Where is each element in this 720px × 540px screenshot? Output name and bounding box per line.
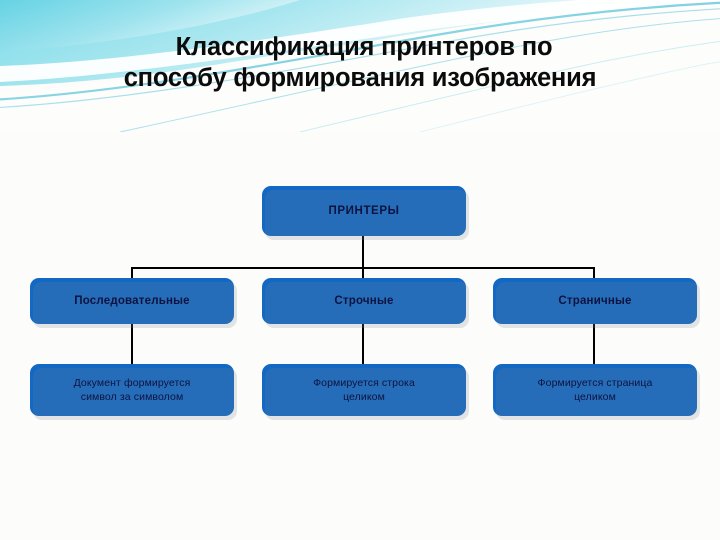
node-printers-label: ПРИНТЕРЫ bbox=[328, 205, 400, 217]
node-stranichnye-label: Страничные bbox=[558, 295, 632, 307]
connector-middle-detail bbox=[362, 324, 364, 365]
node-strochnye-label: Строчные bbox=[334, 295, 394, 307]
connector-drop-left bbox=[131, 267, 133, 279]
node-strochnye-detail-label: Формируется строка целиком bbox=[313, 377, 415, 403]
node-stranichnye[interactable]: Страничные bbox=[493, 278, 700, 328]
connector-right-detail bbox=[593, 324, 595, 365]
connector-left-detail bbox=[131, 324, 133, 365]
node-posledovatelnye-label: Последовательные bbox=[74, 295, 190, 307]
node-posledovatelnye[interactable]: Последовательные bbox=[30, 278, 237, 328]
node-posledovatelnye-detail-label: Документ формируется символ за символом bbox=[73, 377, 191, 403]
connector-drop-middle bbox=[362, 267, 364, 279]
node-stranichnye-detail[interactable]: Формируется страница целиком bbox=[493, 364, 700, 420]
node-strochnye[interactable]: Строчные bbox=[262, 278, 469, 328]
header-decoration bbox=[0, 0, 720, 132]
connector-root-stem bbox=[362, 236, 364, 268]
node-stranichnye-detail-label: Формируется страница целиком bbox=[537, 377, 653, 403]
swoosh-graphic bbox=[0, 0, 720, 132]
node-posledovatelnye-detail[interactable]: Документ формируется символ за символом bbox=[30, 364, 237, 420]
title-line-2: способу формирования изображения bbox=[123, 64, 597, 92]
node-printers[interactable]: ПРИНТЕРЫ bbox=[262, 186, 469, 240]
title-line-1: Классификация принтеров по bbox=[175, 33, 553, 61]
node-strochnye-detail[interactable]: Формируется строка целиком bbox=[262, 364, 469, 420]
page-title: Классификация принтеров по способу форми… bbox=[0, 32, 720, 94]
connector-drop-right bbox=[593, 267, 595, 279]
